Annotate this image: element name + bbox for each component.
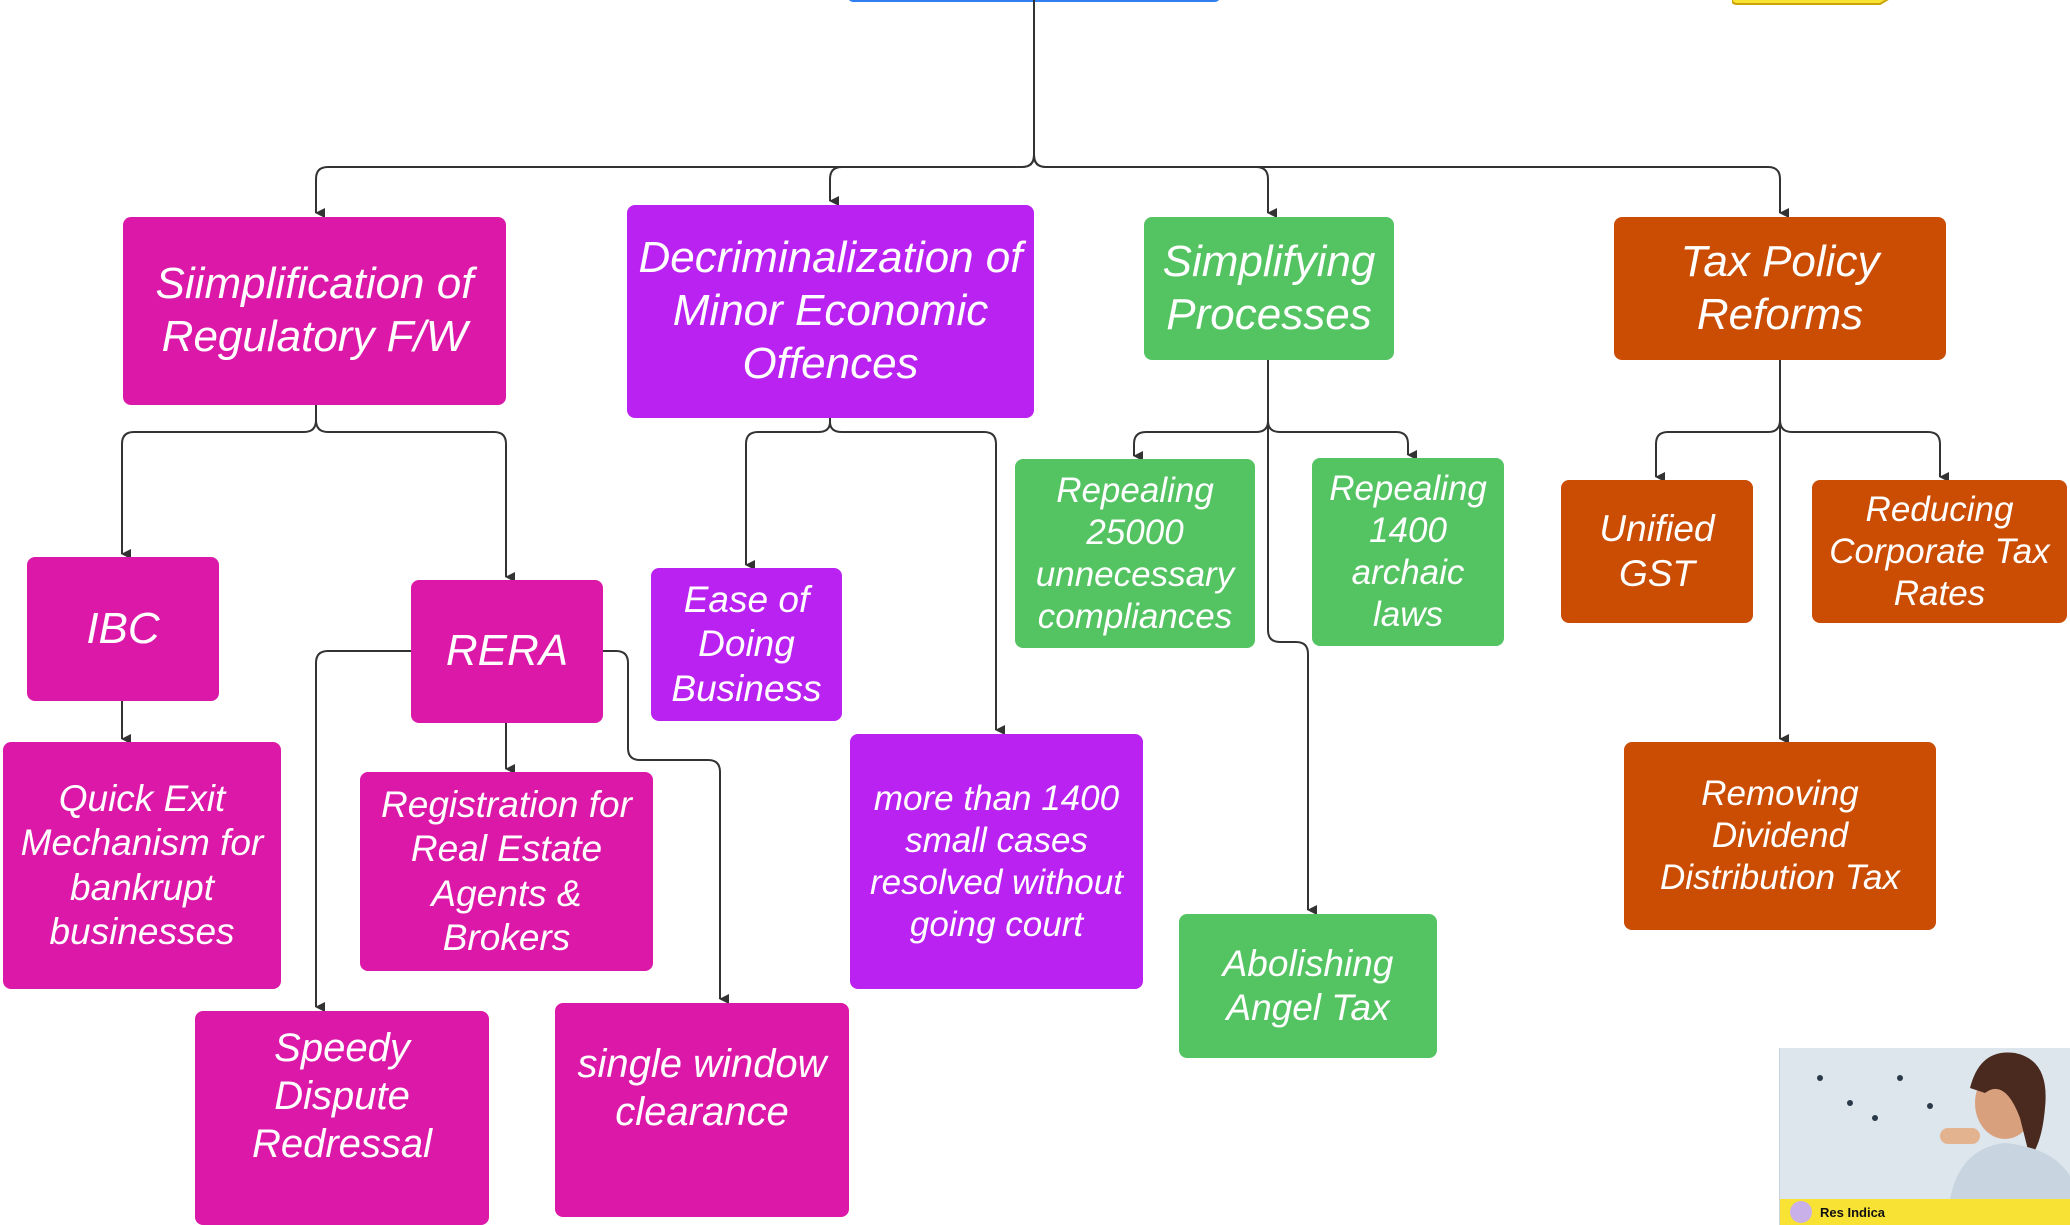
connector-decrim-more (829, 421, 1005, 735)
node-repealing-25000[interactable]: Repealing 25000 unnecessary compliances (1015, 459, 1255, 648)
node-ease-of-business[interactable]: Ease of Doing Business (651, 568, 842, 721)
connector-rera-speedy (315, 650, 412, 1012)
node-small-cases[interactable]: more than 1400 small cases resolved with… (850, 734, 1143, 989)
node-ibc[interactable]: IBC (27, 557, 219, 701)
connector-root-processes (1033, 154, 1277, 218)
node-single-window[interactable]: single window clearance (555, 1003, 849, 1217)
node-speedy-dispute[interactable]: Speedy Dispute Redressal (195, 1011, 489, 1225)
node-quick-exit[interactable]: Quick Exit Mechanism for bankrupt busine… (3, 742, 281, 989)
presenter-photo (1780, 1048, 2070, 1199)
connector-root-decrim (829, 154, 1035, 206)
connector-regulatory-rera (315, 419, 515, 582)
node-unified-gst[interactable]: Unified GST (1561, 480, 1753, 623)
node-rera[interactable]: RERA (411, 580, 603, 723)
connector-root-trunk (315, 0, 1035, 218)
connector-rera-single (602, 650, 729, 1004)
callout-arrow-shape (1732, 0, 1889, 5)
connector-tax-corporate (1779, 419, 1949, 482)
channel-avatar (1790, 1201, 1812, 1223)
connector-processes-trunk (1133, 360, 1269, 461)
connector-processes-angel (1267, 421, 1317, 915)
node-regulatory-framework[interactable]: Siimplification of Regulatory F/W (123, 217, 506, 405)
connector-tax-trunk (1655, 360, 1781, 482)
connector-processes-1400 (1267, 420, 1417, 460)
connector-decrim-trunk (745, 418, 831, 570)
node-repealing-1400[interactable]: Repealing 1400 archaic laws (1312, 458, 1504, 646)
video-caption: Res Indica (1820, 1204, 1886, 1220)
node-dividend-tax[interactable]: Removing Dividend Distribution Tax (1624, 742, 1936, 930)
connector-regulatory-ibc (121, 404, 317, 559)
video-caption-bar: Res Indica (1780, 1199, 2070, 1225)
presenter-video-thumbnail[interactable]: Res Indica (1779, 1048, 2070, 1225)
node-angel-tax[interactable]: Abolishing Angel Tax (1179, 914, 1437, 1058)
node-simplifying-processes[interactable]: Simplifying Processes (1144, 217, 1394, 360)
node-corporate-tax[interactable]: Reducing Corporate Tax Rates (1812, 480, 2067, 623)
node-registration-agents[interactable]: Registration for Real Estate Agents & Br… (360, 772, 653, 971)
node-tax-policy-reforms[interactable]: Tax Policy Reforms (1614, 217, 1946, 360)
connector-root-tax (1033, 154, 1789, 218)
node-decriminalization[interactable]: Decriminalization of Minor Economic Offe… (627, 205, 1034, 418)
